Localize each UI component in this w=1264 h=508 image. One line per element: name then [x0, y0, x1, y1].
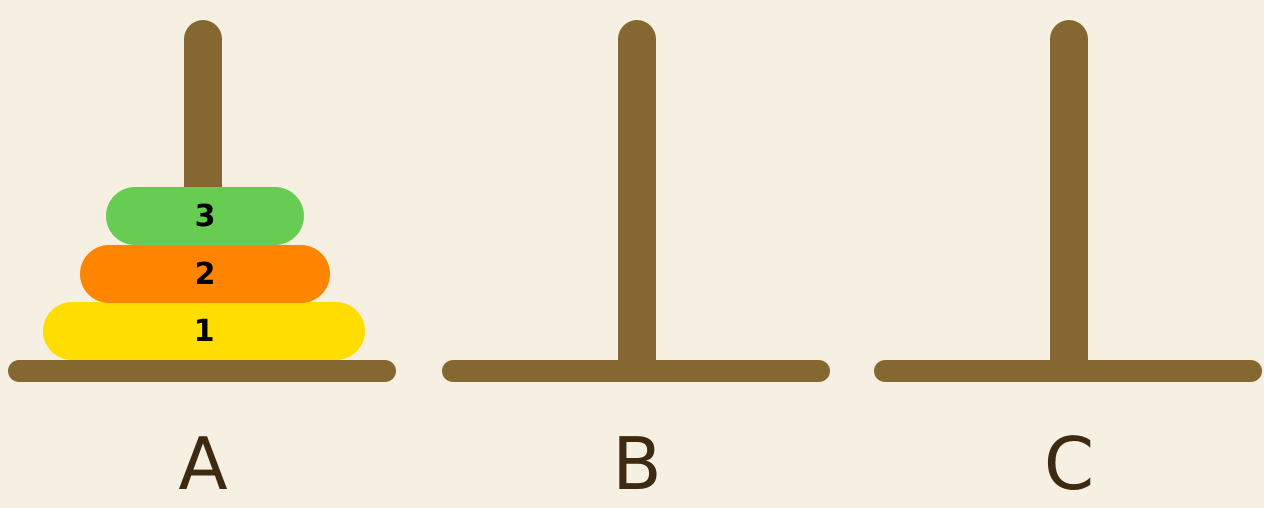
tower-b[interactable]: B — [442, 0, 832, 508]
tower-c[interactable]: C — [874, 0, 1264, 508]
peg-label-c: C — [1043, 422, 1095, 506]
disk-label-3: 3 — [194, 198, 216, 234]
tower-a[interactable]: 1 2 3 A — [8, 0, 398, 508]
peg-label-b: B — [612, 422, 662, 506]
disk-2[interactable]: 2 — [80, 245, 330, 303]
peg-base-c — [874, 360, 1262, 382]
peg-base-a — [8, 360, 396, 382]
peg-base-b — [442, 360, 830, 382]
peg-pole-b — [618, 20, 656, 372]
disk-3[interactable]: 3 — [106, 187, 304, 245]
disk-1[interactable]: 1 — [43, 302, 365, 360]
disk-label-1: 1 — [193, 313, 215, 349]
peg-label-a: A — [178, 422, 228, 506]
disk-label-2: 2 — [194, 256, 216, 292]
peg-pole-c — [1050, 20, 1088, 372]
